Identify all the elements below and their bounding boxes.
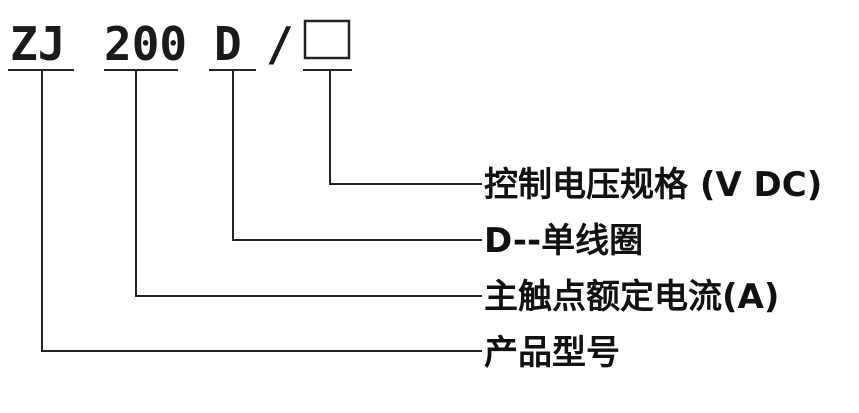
- label-product-model: 产品型号: [484, 333, 620, 373]
- label-coil-type: D--单线圈: [484, 221, 643, 261]
- leader-control-voltage: [329, 70, 482, 185]
- code-series-zj: ZJ: [10, 17, 65, 71]
- code-current-200: 200: [104, 17, 187, 71]
- leader-product-model: [41, 70, 482, 352]
- label-control-voltage: 控制电压规格 (V DC): [484, 165, 822, 205]
- label-rated-current: 主触点额定电流(A): [484, 277, 779, 317]
- leader-coil-type: [232, 70, 482, 241]
- code-coil-d: D: [214, 17, 242, 71]
- voltage-placeholder-box: [303, 19, 351, 60]
- leader-rated-current: [135, 70, 482, 297]
- code-separator: /: [266, 17, 294, 71]
